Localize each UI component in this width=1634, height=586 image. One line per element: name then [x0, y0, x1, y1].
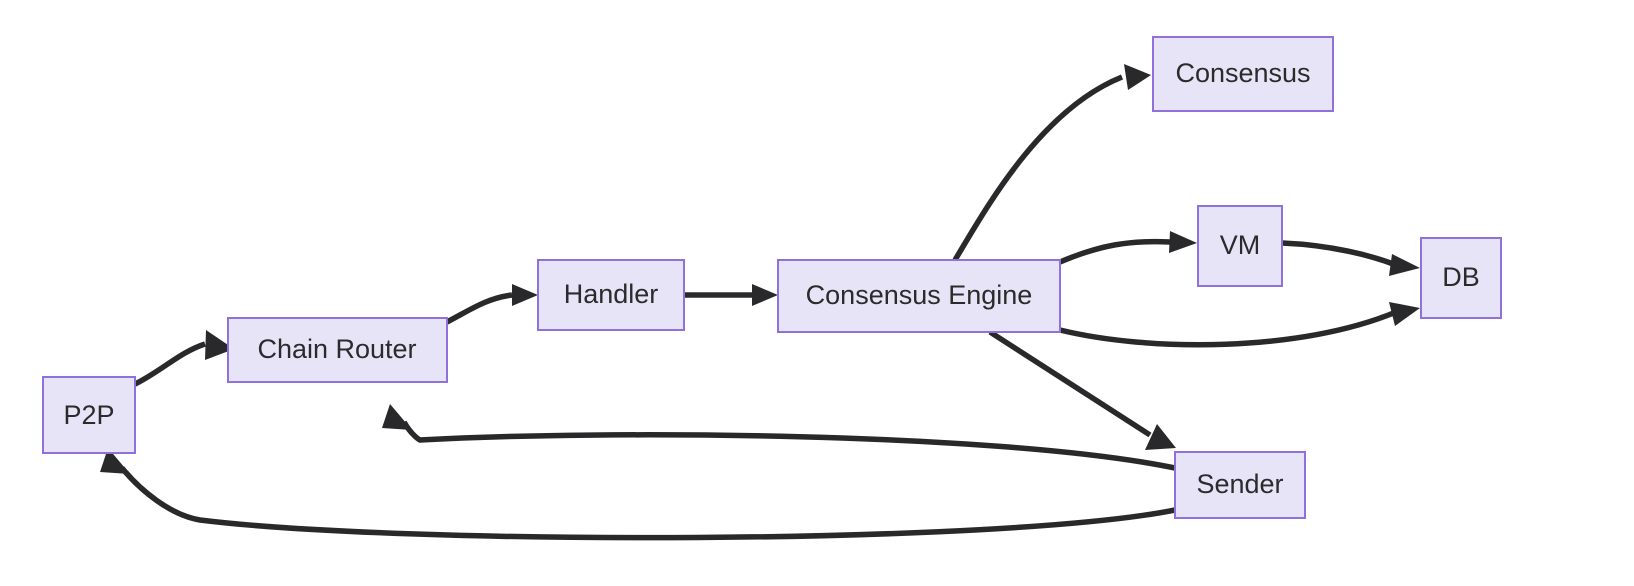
node-handler-label: Handler — [564, 279, 659, 309]
edge-layer — [100, 64, 1420, 541]
node-vm-label: VM — [1220, 230, 1261, 260]
node-layer: P2P Chain Router Handler Consensus Engin… — [42, 36, 1502, 519]
node-vm[interactable]: VM — [1197, 205, 1283, 287]
node-consensus[interactable]: Consensus — [1152, 36, 1334, 112]
node-consensus-engine-label: Consensus Engine — [806, 280, 1033, 310]
node-consensus-engine[interactable]: Consensus Engine — [777, 259, 1061, 333]
node-chain-router-label: Chain Router — [257, 334, 416, 364]
edge-consensus-engine-to-consensus — [952, 64, 1151, 262]
edge-handler-to-consensus-engine — [684, 284, 778, 306]
edge-p2p-to-chain-router — [133, 330, 234, 387]
node-sender[interactable]: Sender — [1174, 451, 1306, 519]
node-p2p-label: P2P — [63, 400, 114, 430]
edge-consensus-engine-to-sender — [988, 329, 1176, 450]
node-consensus-label: Consensus — [1175, 58, 1310, 88]
node-handler[interactable]: Handler — [537, 259, 685, 331]
node-sender-label: Sender — [1196, 469, 1283, 499]
edge-chain-router-to-handler — [445, 284, 538, 325]
edge-sender-to-p2p — [100, 448, 1176, 541]
edge-sender-to-chain-router — [382, 404, 1176, 471]
node-db-label: DB — [1442, 262, 1480, 292]
edge-vm-to-db — [1281, 240, 1420, 276]
node-p2p[interactable]: P2P — [42, 376, 136, 454]
node-chain-router[interactable]: Chain Router — [227, 317, 448, 383]
edge-consensus-engine-to-db — [1059, 302, 1420, 348]
edge-consensus-engine-to-vm — [1058, 231, 1197, 265]
node-db[interactable]: DB — [1420, 237, 1502, 319]
